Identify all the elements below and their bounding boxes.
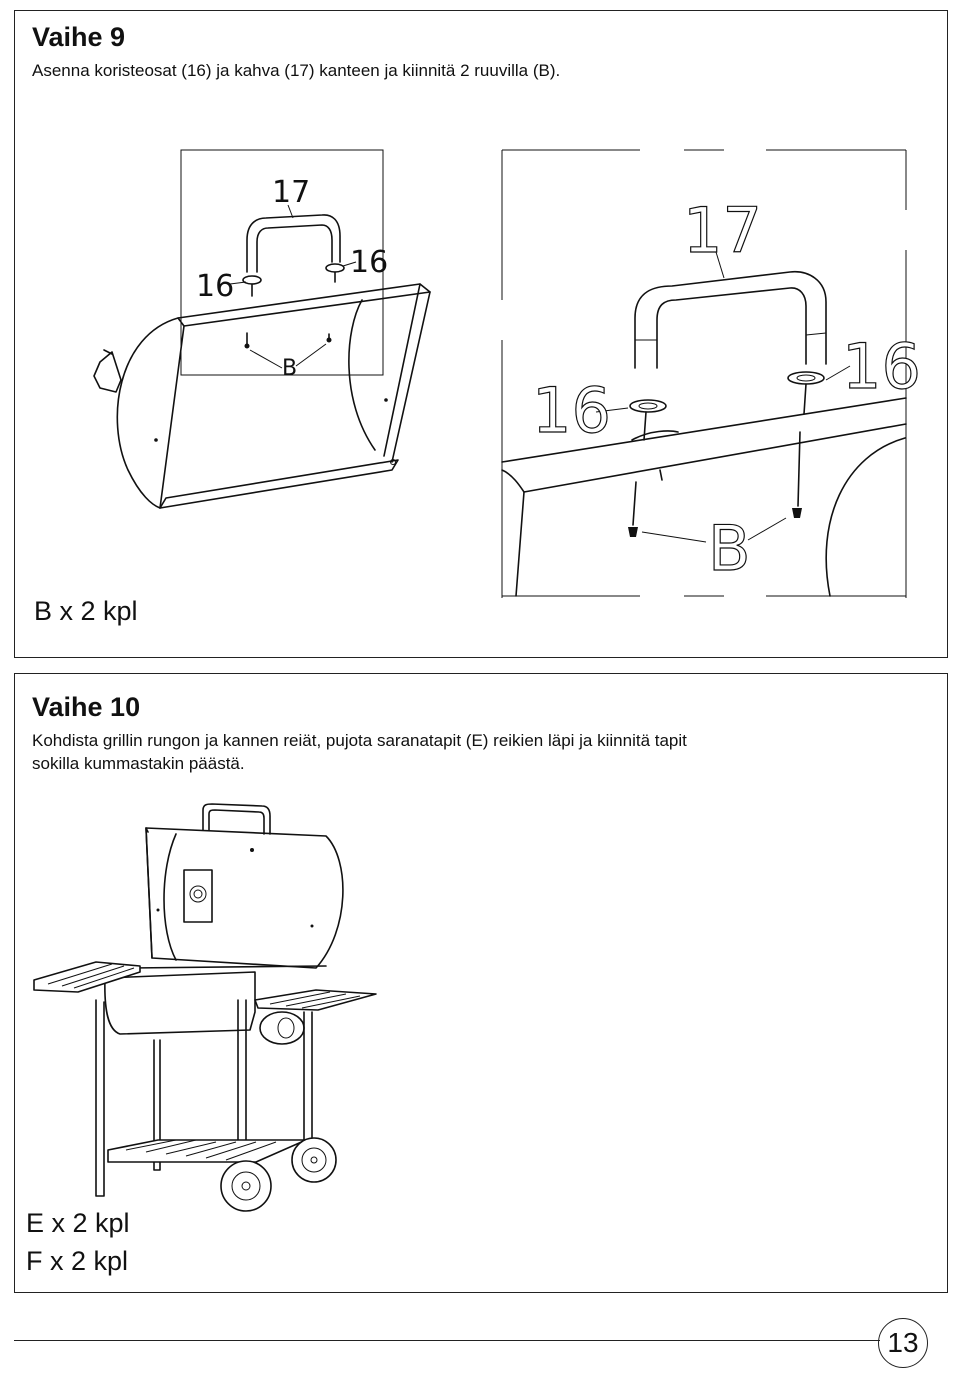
- detail-ornament-left: [630, 400, 666, 412]
- step-10-quantity-f: F x 2 kpl: [26, 1246, 129, 1276]
- label-16-small-left: 16: [196, 269, 234, 304]
- label-16-small-right: 16: [350, 245, 388, 280]
- step-9-panel: [14, 10, 948, 658]
- detail-screw-left: [628, 527, 638, 537]
- step-10-instruction-line-2: sokilla kummastakin päästä.: [32, 754, 245, 773]
- wheel-front: [221, 1161, 271, 1211]
- grill-leg-front-left: [96, 1000, 104, 1196]
- page-number: 13: [878, 1318, 928, 1368]
- screw-right: [326, 337, 332, 343]
- step-9-quantity: B x 2 kpl: [34, 596, 138, 626]
- handle-outer: [247, 215, 340, 272]
- wheel-back: [292, 1138, 336, 1182]
- vent-knob: [94, 352, 121, 392]
- grill-lid-handle: [203, 804, 270, 834]
- label-b-small: B: [282, 356, 297, 381]
- label-17-small: 17: [272, 175, 310, 210]
- grill-leg-back-right: [304, 1012, 312, 1150]
- lid-left-end: [117, 318, 178, 508]
- detail-screw-right: [792, 508, 802, 518]
- label-16-large-left: 16: [532, 374, 611, 447]
- label-17-large: 17: [683, 194, 762, 267]
- step-10-instruction-line-1: Kohdista grillin rungon ja kannen reiät,…: [32, 731, 687, 750]
- detail-callout-frame: [181, 150, 383, 375]
- detail-handle-outer: [635, 272, 826, 368]
- grill-leg-back-left: [154, 1040, 160, 1170]
- screw-left: [244, 343, 250, 349]
- step-10-title: Vaihe 10: [32, 692, 141, 722]
- detail-handle-inner: [657, 288, 806, 368]
- step-10-quantity-e: E x 2 kpl: [26, 1208, 130, 1238]
- footer-rule: [14, 1340, 880, 1341]
- grill-body: [105, 972, 255, 1034]
- handle-inner: [257, 225, 332, 272]
- grill-side-handle: [260, 1012, 304, 1044]
- grill-vent: [184, 870, 212, 922]
- bottom-rack: [108, 1140, 306, 1162]
- label-b-large: B: [708, 512, 751, 585]
- grill-lid: [146, 828, 343, 968]
- label-16-large-right: 16: [842, 330, 921, 403]
- step-9-title: Vaihe 9: [32, 22, 126, 52]
- step-9-instruction: Asenna koristeosat (16) ja kahva (17) ka…: [32, 61, 561, 80]
- lid-bottom-edge: [160, 460, 398, 508]
